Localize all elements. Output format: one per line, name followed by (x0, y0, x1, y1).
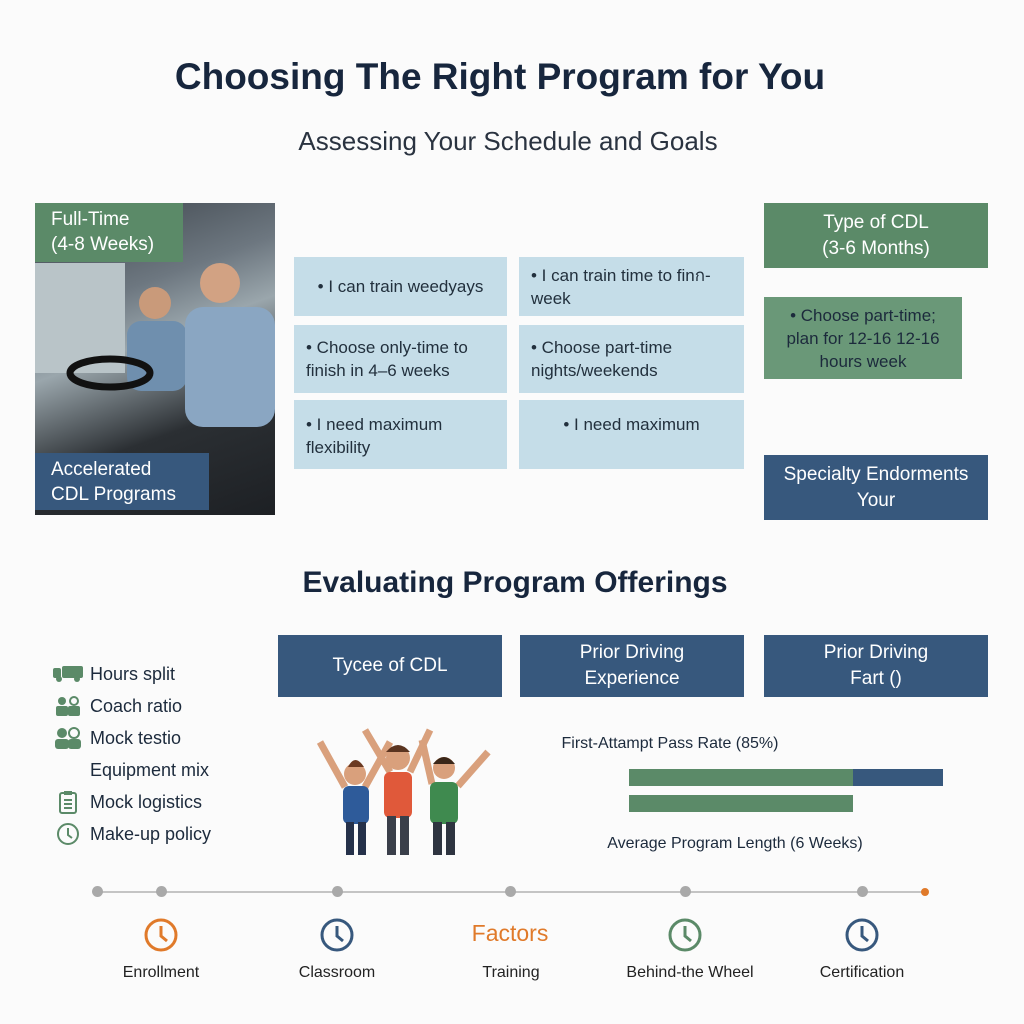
program-length-bar (629, 795, 853, 812)
timeline-dot (156, 886, 167, 897)
grid-cell: • Choose part-time nights/weekends (519, 325, 744, 393)
header-type-of-cdl: Tycee of CDL (278, 635, 502, 697)
timeline-dot (680, 886, 691, 897)
clock-icon (320, 918, 354, 952)
list-item: Coach ratio (50, 690, 211, 722)
program-length-label: Average Program Length (6 Weeks) (607, 835, 863, 852)
factors-label: Factors (471, 920, 549, 946)
pass-rate-bar-track (629, 769, 943, 786)
timeline-step-behind-the-wheel: Behind-the Wheel (626, 964, 754, 981)
celebrating-people-illustration (310, 722, 495, 862)
timeline-step-classroom: Classroom (298, 964, 376, 981)
drivers-illustration (35, 263, 275, 427)
page-title: Choosing The Right Program for You (174, 56, 826, 97)
clock-icon (144, 918, 178, 952)
page-subtitle: Assessing Your Schedule and Goals (298, 126, 718, 156)
people-icon (50, 694, 86, 718)
list-label: Mock logistics (90, 791, 203, 812)
timeline-dot (857, 886, 868, 897)
timeline-step-enrollment: Enrollment (122, 964, 200, 981)
type-of-cdl-box: Type of CDL(3-6 Months) (764, 203, 988, 268)
list-item: Mock testio (50, 722, 211, 754)
list-item: Hours split (50, 658, 211, 690)
offering-list: Hours split Coach ratio Mock testio Equi… (50, 658, 211, 850)
grid-cell: • I can train time to finก- week (519, 257, 744, 316)
full-time-label: Full-Time(4-8 Weeks) (35, 203, 183, 262)
pass-rate-label: First-Attampt Pass Rate (85%) (561, 735, 779, 752)
list-item: Mock logistics (50, 786, 211, 818)
grid-cell: • I need maximum (519, 400, 744, 469)
list-label: Coach ratio (90, 695, 183, 716)
part-time-box: • Choose part-time; plan for 12-16 12-16… (764, 297, 962, 379)
timeline-dot (332, 886, 343, 897)
clock-icon (668, 918, 702, 952)
group-icon (50, 726, 86, 750)
list-label: Equipment mix (90, 759, 210, 780)
clock-icon (845, 918, 879, 952)
list-item: Make-up policy (50, 818, 211, 850)
list-label: Mock testio (90, 727, 182, 748)
truck-icon (50, 662, 86, 686)
grid-cell: • Choose only-time to finish in 4–6 week… (294, 325, 507, 393)
timeline-step-certification: Certification (819, 964, 905, 981)
timeline-dot (92, 886, 103, 897)
clock-icon (50, 822, 86, 846)
timeline-step-training: Training (482, 964, 540, 981)
list-label: Hours split (90, 663, 176, 684)
clipboard-icon (50, 790, 86, 814)
grid-cell: • I can train weedyays (294, 257, 507, 316)
list-label: Make-up policy (90, 823, 212, 844)
section-heading: Evaluating Program Offerings (302, 566, 728, 599)
grid-cell: • I need maximum flexibility (294, 400, 507, 469)
pass-rate-bar-fill (629, 769, 854, 786)
timeline-end-dot (921, 888, 929, 896)
list-item: Equipment mix (50, 754, 211, 786)
timeline-dot (505, 886, 516, 897)
